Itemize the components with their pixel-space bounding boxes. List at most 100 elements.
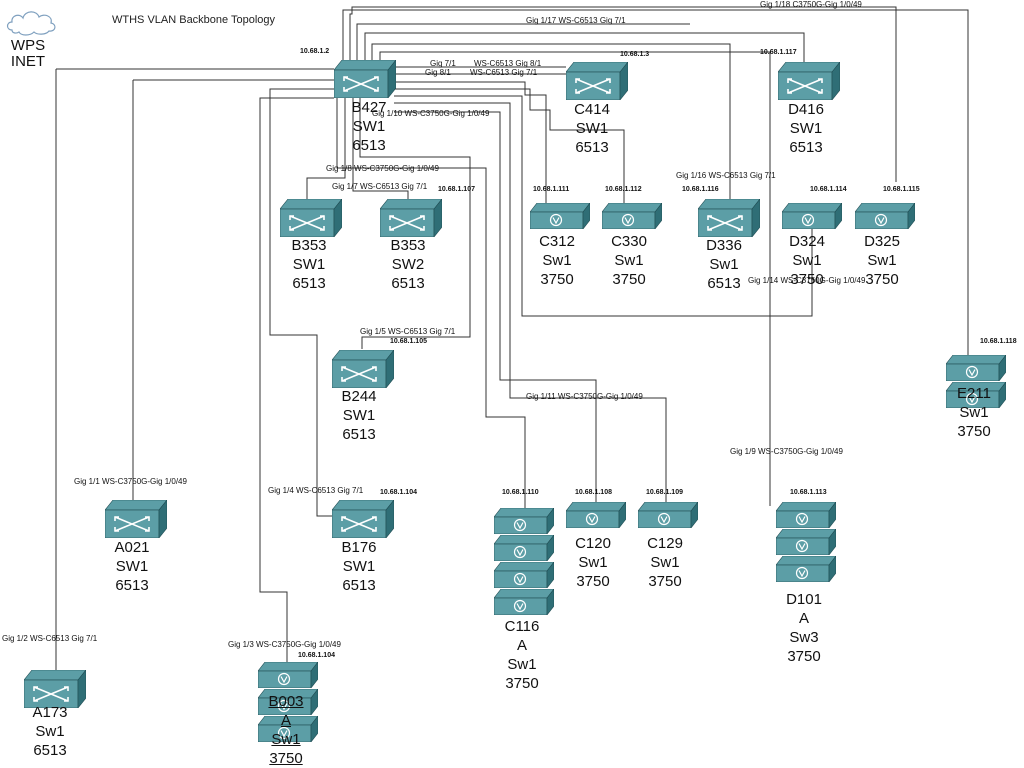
switch-label: D325 Sw1 3750 bbox=[864, 233, 900, 288]
access-switch-icon bbox=[946, 355, 1006, 381]
access-switch-icon bbox=[494, 562, 554, 588]
link-label: Gig 1/16 WS-C6513 Gig 7/1 bbox=[676, 171, 776, 180]
switch-label: D101 A Sw3 3750 bbox=[786, 591, 822, 665]
switch-label: C120 Sw1 3750 bbox=[575, 535, 611, 590]
access-switch-icon bbox=[776, 502, 836, 528]
access-switch-icon bbox=[530, 203, 590, 229]
switch-ip: 10.68.1.105 bbox=[390, 338, 427, 345]
link-label: Gig 8/1 bbox=[425, 68, 451, 77]
access-switch-icon bbox=[946, 382, 1006, 408]
link-label: WS-C6513 Gig 7/1 bbox=[470, 68, 538, 77]
core-switch-icon bbox=[332, 350, 394, 388]
link-label: Gig 1/18 C3750G-Gig 1/0/49 bbox=[760, 0, 862, 9]
switch-ip: 10.68.1.112 bbox=[605, 186, 642, 193]
access-switch-icon bbox=[494, 535, 554, 561]
access-switch-icon bbox=[782, 203, 842, 229]
switch-ip: 10.68.1.2 bbox=[300, 48, 330, 55]
switch-ip: 10.68.1.115 bbox=[883, 186, 920, 193]
switch-label: C312 Sw1 3750 bbox=[539, 233, 575, 288]
switch-ip: 10.68.1.104 bbox=[298, 652, 335, 659]
switch-ip: 10.68.1.104 bbox=[380, 489, 417, 496]
link-d416 bbox=[364, 32, 805, 62]
link-b353b bbox=[352, 95, 409, 201]
link-c414-loop bbox=[356, 23, 690, 62]
link-c330 bbox=[394, 88, 625, 203]
link-b003 bbox=[259, 97, 334, 662]
link-d336 bbox=[371, 43, 731, 200]
access-switch-icon bbox=[638, 502, 698, 528]
switch-ip: 10.68.1.107 bbox=[438, 186, 475, 193]
access-switch-icon bbox=[776, 529, 836, 555]
core-switch-icon bbox=[698, 199, 760, 237]
core-switch-icon bbox=[566, 62, 628, 100]
link-c120 bbox=[394, 111, 597, 502]
switch-ip: 10.68.1.113 bbox=[790, 489, 827, 496]
core-switch-icon bbox=[24, 670, 86, 708]
link-d324 bbox=[394, 95, 813, 317]
link-e211 bbox=[342, 9, 969, 355]
switch-ip: 10.68.1.114 bbox=[810, 186, 847, 193]
switch-label: B176 SW1 6513 bbox=[341, 539, 377, 594]
core-switch-icon bbox=[334, 60, 396, 98]
access-switch-icon bbox=[494, 508, 554, 534]
diagram-title: WTHS VLAN Backbone Topology bbox=[112, 14, 276, 26]
access-switch-icon bbox=[258, 662, 318, 688]
switch-label: B427 SW1 6513 bbox=[351, 99, 387, 154]
link-label: Gig 1/11 WS-C3750G-Gig 1/0/49 bbox=[526, 392, 643, 401]
switch-label: D336 Sw1 6513 bbox=[706, 237, 742, 292]
core-switch-icon bbox=[105, 500, 167, 538]
access-switch-icon bbox=[494, 589, 554, 615]
switch-label: D324 Sw1 3750 bbox=[789, 233, 825, 288]
switch-label: A173 Sw1 6513 bbox=[32, 704, 68, 759]
switch-label: C129 Sw1 3750 bbox=[647, 535, 683, 590]
access-switch-icon bbox=[776, 556, 836, 582]
switch-ip: 10.68.1.3 bbox=[620, 51, 650, 58]
core-switch-icon bbox=[778, 62, 840, 100]
link-b176 bbox=[269, 88, 334, 517]
link-label: Gig 1/1 WS-C3750G-Gig 1/0/49 bbox=[74, 477, 187, 486]
link-label: Gig 1/10 WS-C3750G-Gig 1/0/49 bbox=[372, 109, 490, 118]
switch-label: B353 SW1 6513 bbox=[291, 237, 327, 292]
switch-label: D416 SW1 6513 bbox=[788, 101, 824, 156]
link-label: Gig 1/3 WS-C3750G-Gig 1/0/49 bbox=[228, 640, 341, 649]
access-switch-icon bbox=[855, 203, 915, 229]
link-label: Gig 1/8 WS-C3750G-Gig 1/0/49 bbox=[326, 164, 439, 173]
switch-ip: 10.68.1.116 bbox=[682, 186, 719, 193]
link-label: WS-C6513 Gig 8/1 bbox=[474, 59, 542, 68]
link-d101 bbox=[379, 51, 771, 506]
switch-label: A021 SW1 6513 bbox=[114, 539, 150, 594]
link-label: Gig 1/7 WS-C6513 Gig 7/1 bbox=[332, 182, 428, 191]
switch-label: C414 SW1 6513 bbox=[574, 101, 610, 156]
link-label: Gig 1/2 WS-C6513 Gig 7/1 bbox=[2, 634, 98, 643]
switch-ip: 10.68.1.110 bbox=[502, 489, 539, 496]
switch-ip: 10.68.1.111 bbox=[533, 186, 570, 193]
wps-inet-label: WPS INET bbox=[10, 37, 46, 70]
link-b353a bbox=[306, 95, 346, 201]
link-label: Gig 7/1 bbox=[430, 59, 456, 68]
switch-ip: 10.68.1.108 bbox=[575, 489, 612, 496]
access-switch-icon bbox=[258, 716, 318, 742]
link-label: Gig 1/14 WS-C3750G-Gig 1/0/49 bbox=[748, 276, 866, 285]
access-switch-icon bbox=[566, 502, 626, 528]
switch-ip: 10.68.1.118 bbox=[980, 338, 1017, 345]
link-c312 bbox=[394, 81, 547, 203]
core-switch-icon bbox=[280, 199, 342, 237]
link-label: Gig 1/5 WS-C6513 Gig 7/1 bbox=[360, 327, 456, 336]
link-d325 bbox=[349, 6, 897, 182]
link-label: Gig 1/4 WS-C6513 Gig 7/1 bbox=[268, 486, 364, 495]
switch-label: B353 SW2 6513 bbox=[390, 237, 426, 292]
switch-label: E211 Sw1 3750 bbox=[957, 385, 991, 440]
core-switch-icon bbox=[332, 500, 394, 538]
switch-ip: 10.68.1.117 bbox=[760, 49, 797, 56]
link-c129 bbox=[394, 102, 667, 502]
switch-ip: 10.68.1.109 bbox=[646, 489, 683, 496]
cloud-icon bbox=[6, 11, 56, 36]
switch-label: B244 SW1 6513 bbox=[341, 388, 377, 443]
link-b244 bbox=[359, 95, 471, 349]
link-label: Gig 1/9 WS-C3750G-Gig 1/0/49 bbox=[730, 447, 843, 456]
link-label: Gig 1/17 WS-C6513 Gig 7/1 bbox=[526, 16, 626, 25]
switch-label: B003 A Sw1 3750 bbox=[268, 693, 304, 767]
core-switch-icon bbox=[380, 199, 442, 237]
